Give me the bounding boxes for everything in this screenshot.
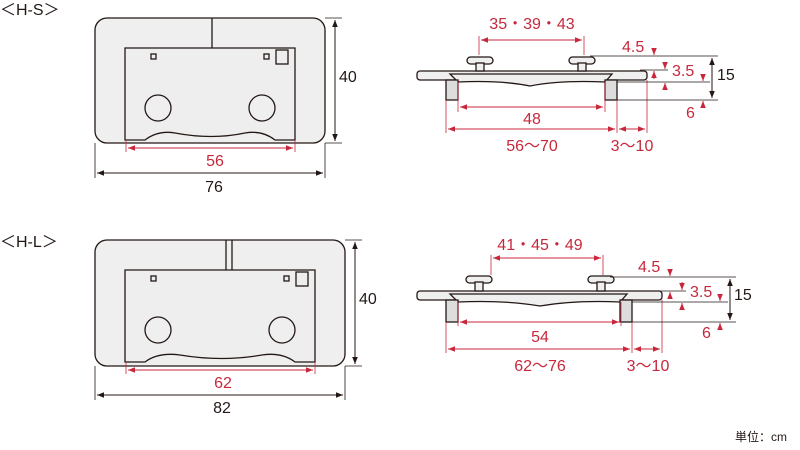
model-label-h-l: ＜H-L＞	[0, 234, 58, 251]
h-s-knob-height: 4.5	[622, 39, 644, 56]
h-s-overhang: 3〜10	[611, 138, 654, 155]
h-l-total-height: 15	[734, 287, 752, 304]
h-s-plate-height: 3.5	[672, 63, 694, 80]
h-s-depth: 40	[339, 69, 357, 86]
h-l-plate-height: 3.5	[690, 284, 712, 301]
h-s-leg-span: 48	[523, 111, 541, 128]
h-s-knob-spacing: 35・39・43	[489, 16, 574, 33]
h-l-leg-span: 54	[531, 329, 549, 346]
knob-left-icon	[144, 316, 172, 344]
h-s-top-view	[94, 17, 326, 144]
h-l-knob-spacing: 41・45・49	[497, 237, 582, 254]
h-l-overhang: 3〜10	[627, 358, 670, 375]
h-s-fit-range: 56〜70	[506, 138, 558, 155]
h-s-outer-width: 76	[205, 179, 223, 196]
knob-right-icon	[248, 94, 276, 122]
knob-left-icon	[144, 94, 172, 122]
knob-right-icon	[268, 316, 296, 344]
h-l-leg-height: 6	[702, 325, 711, 342]
h-l-side-view	[416, 275, 663, 323]
h-l-fit-range: 62〜76	[514, 358, 566, 375]
h-l-outer-width: 82	[213, 400, 231, 417]
h-l-knob-height: 4.5	[638, 259, 660, 276]
unit-note: 単位：cm	[735, 429, 787, 444]
h-s-inner-width: 56	[206, 153, 224, 170]
h-s-total-height: 15	[717, 67, 735, 84]
h-l-inner-width: 62	[214, 375, 232, 392]
h-l-depth: 40	[359, 291, 377, 308]
model-label-h-s: ＜H-S＞	[0, 2, 60, 19]
h-s-leg-height: 6	[686, 105, 695, 122]
h-l-top-view	[94, 239, 346, 367]
h-s-side-view	[416, 56, 648, 101]
